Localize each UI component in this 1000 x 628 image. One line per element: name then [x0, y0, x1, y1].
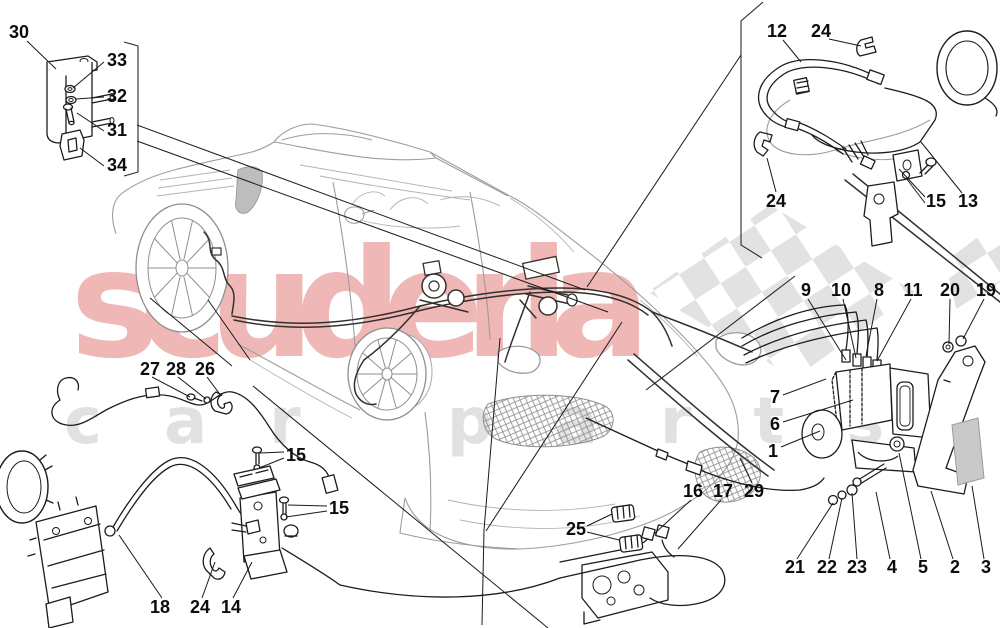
right-headlight [715, 332, 762, 366]
long-leader-lines [136, 54, 742, 628]
side-grille-mesh [694, 446, 761, 503]
nut-21 [827, 494, 839, 506]
detail-frames [123, 1, 796, 391]
washer-20 [942, 341, 954, 353]
front-wheel [347, 327, 433, 421]
damper-pad-3 [951, 417, 985, 486]
left-headlight [497, 345, 541, 374]
pipe-29 [585, 417, 825, 491]
clip-24-top [856, 36, 877, 57]
washer-33 [64, 84, 76, 94]
clip-24-left [753, 131, 773, 157]
clip-26 [210, 391, 233, 415]
callout-leader-lines [26, 38, 985, 599]
washer-22 [837, 490, 847, 500]
bolt-31 [62, 103, 75, 126]
clamp-25a [610, 504, 636, 523]
screw-4 [857, 463, 887, 485]
master-cylinder-cluster [519, 255, 578, 319]
nut-19 [955, 335, 967, 347]
front-grille-mesh [482, 394, 614, 448]
bolt-15-lower [278, 496, 290, 521]
clamp-25b [618, 534, 644, 553]
clip-24-bottom [202, 547, 226, 580]
washer-32 [65, 95, 77, 105]
front-corner-detail-group [0, 376, 341, 628]
side-vent [235, 166, 263, 214]
clip-34 [59, 129, 85, 161]
front-hose-detail-group [753, 30, 998, 247]
abs-sensor-cable [51, 391, 331, 481]
hose-18 [112, 457, 259, 531]
side-mirror [344, 206, 375, 224]
bolt-27 [186, 393, 203, 402]
car-line-art [112, 123, 762, 550]
bracket-detail-group [46, 55, 115, 161]
rear-wheel [135, 203, 229, 333]
booster-pump-cluster [419, 259, 469, 313]
on-car-brake-lines [203, 173, 1000, 477]
brake-caliper [27, 496, 109, 628]
bracket-14 [231, 491, 288, 580]
chassis-pipes-group [339, 504, 726, 625]
screw-5 [889, 436, 905, 452]
pipe-17 [559, 555, 726, 607]
abs-unit-detail-group [585, 304, 986, 506]
